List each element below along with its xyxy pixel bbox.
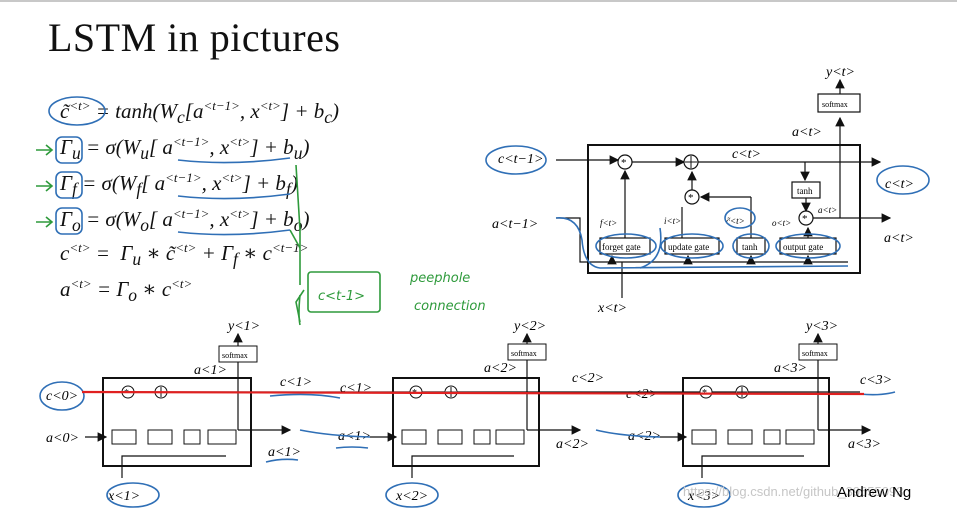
update-gate-label: update gate xyxy=(668,242,709,252)
slide-title: LSTM in pictures xyxy=(48,15,341,60)
chain-label-y3: y<3> xyxy=(804,319,838,334)
softmax-box xyxy=(817,93,861,113)
handwritten-peephole: peephole xyxy=(409,271,470,286)
label-a-t-small: a<t> xyxy=(818,205,837,215)
chain-label-a3: a<3> xyxy=(848,437,881,452)
label-c-t-inner: c<t> xyxy=(732,147,761,162)
chain-cell-3: * softmax xyxy=(660,332,872,478)
blue-annotations-equations xyxy=(48,96,291,236)
top-rule xyxy=(0,0,957,2)
cell-box xyxy=(587,144,861,274)
chain-softmax-3: softmax xyxy=(802,349,828,358)
label-x-t: x<t> xyxy=(597,301,627,316)
label-i-t: i<t> xyxy=(664,216,681,226)
chain-label-a1-top: a<1> xyxy=(194,363,227,378)
lstm-cell-detail: * c<t> * tanh * softmax forget gate upda… xyxy=(492,65,914,316)
svg-text:*: * xyxy=(688,192,694,204)
update-gate-box xyxy=(664,237,720,255)
watermark: https://blog.csdn.net/github_39655093 xyxy=(683,484,904,499)
equation-output-gate: Γo = σ(Wo[ a<t−1>, x<t>] + bo) xyxy=(60,206,310,236)
label-f-t: f<t> xyxy=(600,218,617,228)
equation-forget-gate: Γf = σ(Wf[ a<t−1>, x<t>] + bf) xyxy=(60,170,298,200)
chain-cell-1: * softmax xyxy=(85,332,292,478)
label-a-t-out: a<t> xyxy=(884,231,914,246)
blue-annotations-cell xyxy=(485,145,930,269)
equation-candidate: c̃<t> = tanh(Wc[a<t−1>, x<t>] + bc) xyxy=(60,98,340,128)
tanh-gate-label: tanh xyxy=(742,242,758,252)
chain-label-x1: x<1> xyxy=(107,489,140,504)
memory-highlight-line xyxy=(81,390,865,396)
chain-label-c2: c<2> xyxy=(572,371,604,386)
svg-text:*: * xyxy=(802,213,808,225)
label-c-t: c<t> xyxy=(885,177,914,192)
softmax-label: softmax xyxy=(822,100,848,109)
chain-label-y1: y<1> xyxy=(226,319,260,334)
chain-label-c0: c<0> xyxy=(46,389,78,404)
author-credit: Andrew Ng xyxy=(837,484,912,501)
lstm-chain: * softmax * xyxy=(46,319,892,504)
handwritten-c-prev: c<t-1> xyxy=(318,289,365,304)
label-a-t: a<t> xyxy=(792,125,822,140)
label-ctilde-t: c̃<t> xyxy=(726,216,745,226)
label-o-t: o<t> xyxy=(772,218,791,228)
svg-text:*: * xyxy=(124,388,129,399)
svg-text:*: * xyxy=(621,157,627,169)
output-gate-label: output gate xyxy=(783,242,823,252)
handwritten-annotations: c<t-1> peephole connection xyxy=(36,144,486,326)
label-c-prev: c<t−1> xyxy=(498,152,543,167)
equation-update-gate: Γu = σ(Wu[ a<t−1>, x<t>] + bu) xyxy=(60,134,310,164)
handwritten-connection: connection xyxy=(414,299,486,314)
chain-label-a2-top: a<2> xyxy=(484,361,517,376)
chain-softmax-1: softmax xyxy=(222,351,248,360)
chain-label-a3-top: a<3> xyxy=(774,361,807,376)
forget-gate-label: forget gate xyxy=(602,242,641,252)
chain-cell-2: * softmax xyxy=(370,332,582,478)
chain-label-c3: c<3> xyxy=(860,373,892,388)
chain-label-a1: a<1> xyxy=(268,445,301,460)
tanh-cell-label: tanh xyxy=(797,186,813,196)
chain-softmax-2: softmax xyxy=(511,349,537,358)
label-y-t: y<t> xyxy=(824,65,855,80)
blue-annotations-chain xyxy=(39,381,896,508)
chain-label-a0: a<0> xyxy=(46,431,79,446)
chain-label-c1: c<1> xyxy=(280,375,312,390)
chain-label-y2: y<2> xyxy=(512,319,546,334)
equation-activation: a<t> = Γo ∗ c<t> xyxy=(60,276,193,306)
chain-label-x3: x<3> xyxy=(687,489,720,504)
label-a-prev: a<t−1> xyxy=(492,217,538,232)
chain-label-a2: a<2> xyxy=(556,437,589,452)
chain-label-x2: x<2> xyxy=(395,489,428,504)
